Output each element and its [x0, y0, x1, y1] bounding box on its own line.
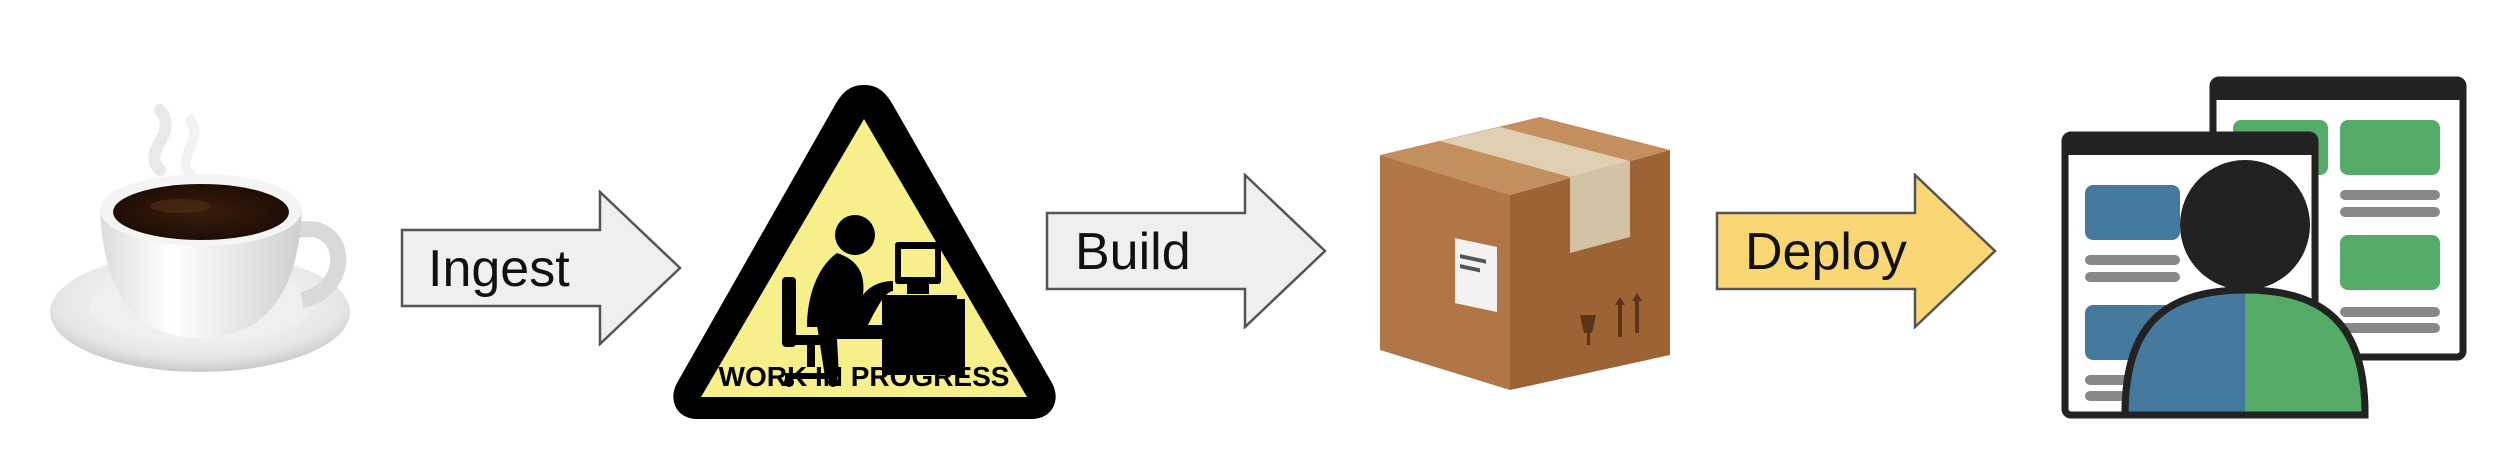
ingest-arrow [400, 190, 682, 346]
deploy-arrow [1715, 173, 1997, 329]
package-box-icon [1380, 117, 1670, 390]
build-label: Build [1075, 223, 1191, 281]
sign-caption: WORK IN PROGRESS [719, 361, 1010, 392]
deploy-label: Deploy [1745, 223, 1907, 281]
build-arrow [1045, 173, 1327, 329]
ingest-label: Ingest [428, 240, 570, 298]
user-dashboard-icon [2061, 76, 2467, 419]
coffee-cup-icon [50, 104, 350, 372]
work-in-progress-sign-icon: WORK IN PROGRESS [673, 85, 1056, 419]
